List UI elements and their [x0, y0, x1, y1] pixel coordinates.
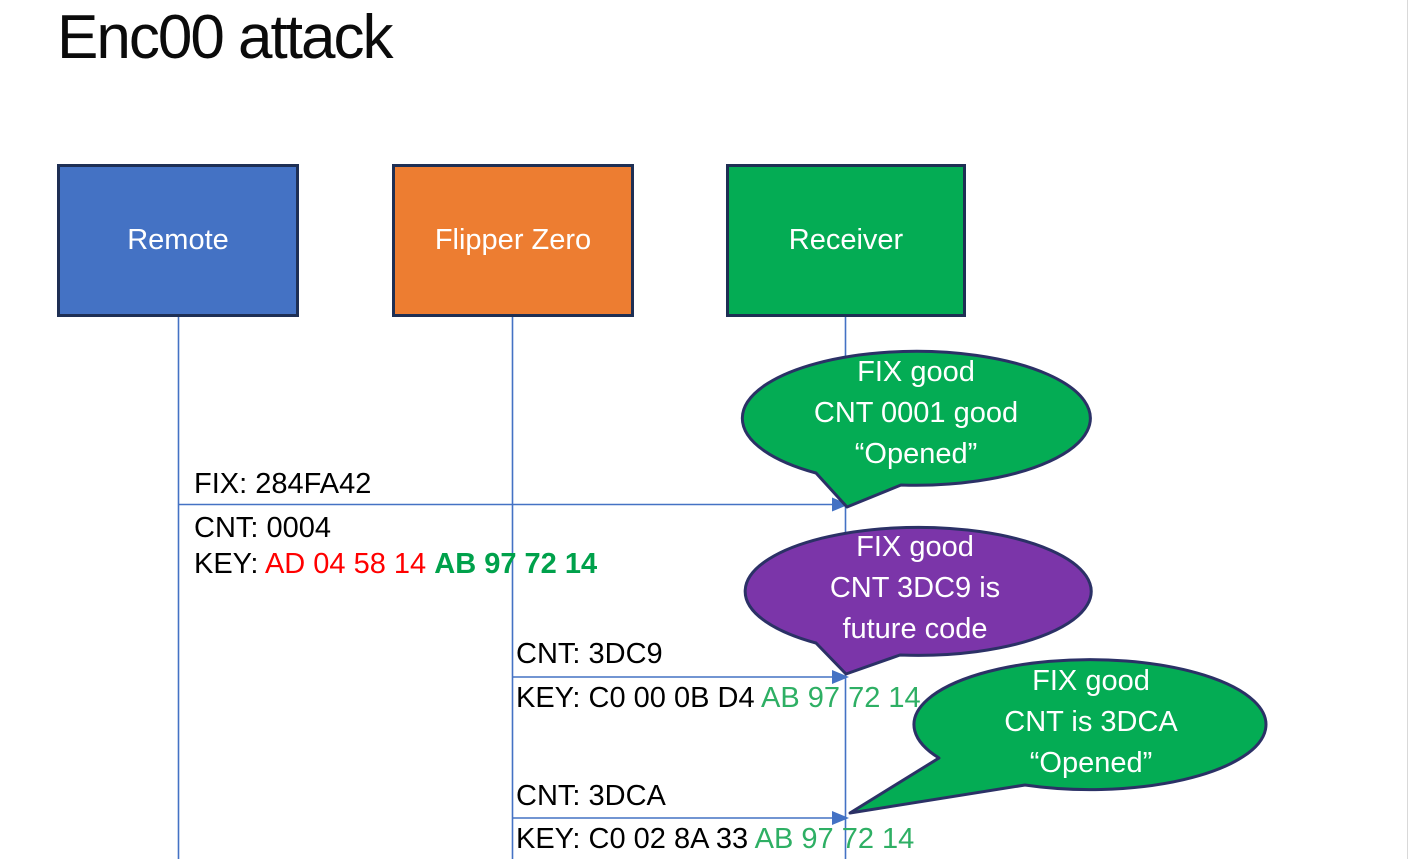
message-2-key-changing-bytes: C0 00 0B D4 — [588, 682, 762, 714]
callout-2-line-1: FIX good — [856, 531, 974, 563]
message-1-key-prefix: KEY: — [194, 548, 265, 580]
actor-box-remote: Remote — [57, 164, 299, 317]
message-3-key-label: KEY: C0 02 8A 33 AB 97 72 14 — [516, 822, 914, 856]
message-2-key-prefix: KEY: — [516, 682, 589, 714]
callout-1-line-2: CNT 0001 good — [813, 397, 1019, 429]
callout-1-line-1: FIX good — [857, 356, 975, 388]
message-1-cnt-label: CNT: 0004 — [194, 512, 332, 544]
message-2-key-label: KEY: C0 00 0B D4 AB 97 72 14 — [516, 681, 921, 715]
actor-label-flipper-zero: Flipper Zero — [434, 224, 592, 256]
actor-box-flipper-zero: Flipper Zero — [392, 164, 634, 317]
message-3-key-changing-bytes: C0 02 8A 33 — [588, 823, 755, 855]
callout-2-text: FIX good CNT 3DC9 is future code — [742, 527, 1088, 650]
callout-2-line-3: future code — [842, 613, 988, 645]
callout-2-line-2: CNT 3DC9 is — [829, 572, 1001, 604]
message-1-key-fixed-bytes: AB 97 72 14 — [434, 548, 598, 580]
slide-title: Enc00 attack — [57, 3, 393, 72]
actor-label-remote: Remote — [127, 224, 229, 256]
message-2-key-fixed-bytes: AB 97 72 14 — [761, 682, 921, 714]
callout-3-line-1: FIX good — [1032, 665, 1150, 697]
actor-label-receiver: Receiver — [788, 224, 904, 256]
callout-1-line-3: “Opened” — [854, 438, 978, 470]
callout-3-text: FIX good CNT is 3DCA “Opened” — [915, 661, 1267, 784]
callout-1-text: FIX good CNT 0001 good “Opened” — [742, 352, 1090, 475]
callout-3-line-3: “Opened” — [1029, 747, 1153, 779]
message-3-key-fixed-bytes: AB 97 72 14 — [754, 823, 915, 855]
message-2-cnt-label: CNT: 3DC9 — [516, 638, 663, 670]
message-3-cnt-label: CNT: 3DCA — [516, 780, 666, 812]
message-1-key-label: KEY: AD 04 58 14 AB 97 72 14 — [194, 547, 597, 581]
message-arrow-1-head — [832, 497, 849, 512]
actor-box-receiver: Receiver — [726, 164, 966, 317]
message-1-fix-label: FIX: 284FA42 — [194, 468, 372, 500]
callout-3-line-2: CNT is 3DCA — [1004, 706, 1178, 738]
message-1-key-changing-bytes: AD 04 58 14 — [264, 548, 435, 580]
message-3-key-prefix: KEY: — [516, 823, 589, 855]
